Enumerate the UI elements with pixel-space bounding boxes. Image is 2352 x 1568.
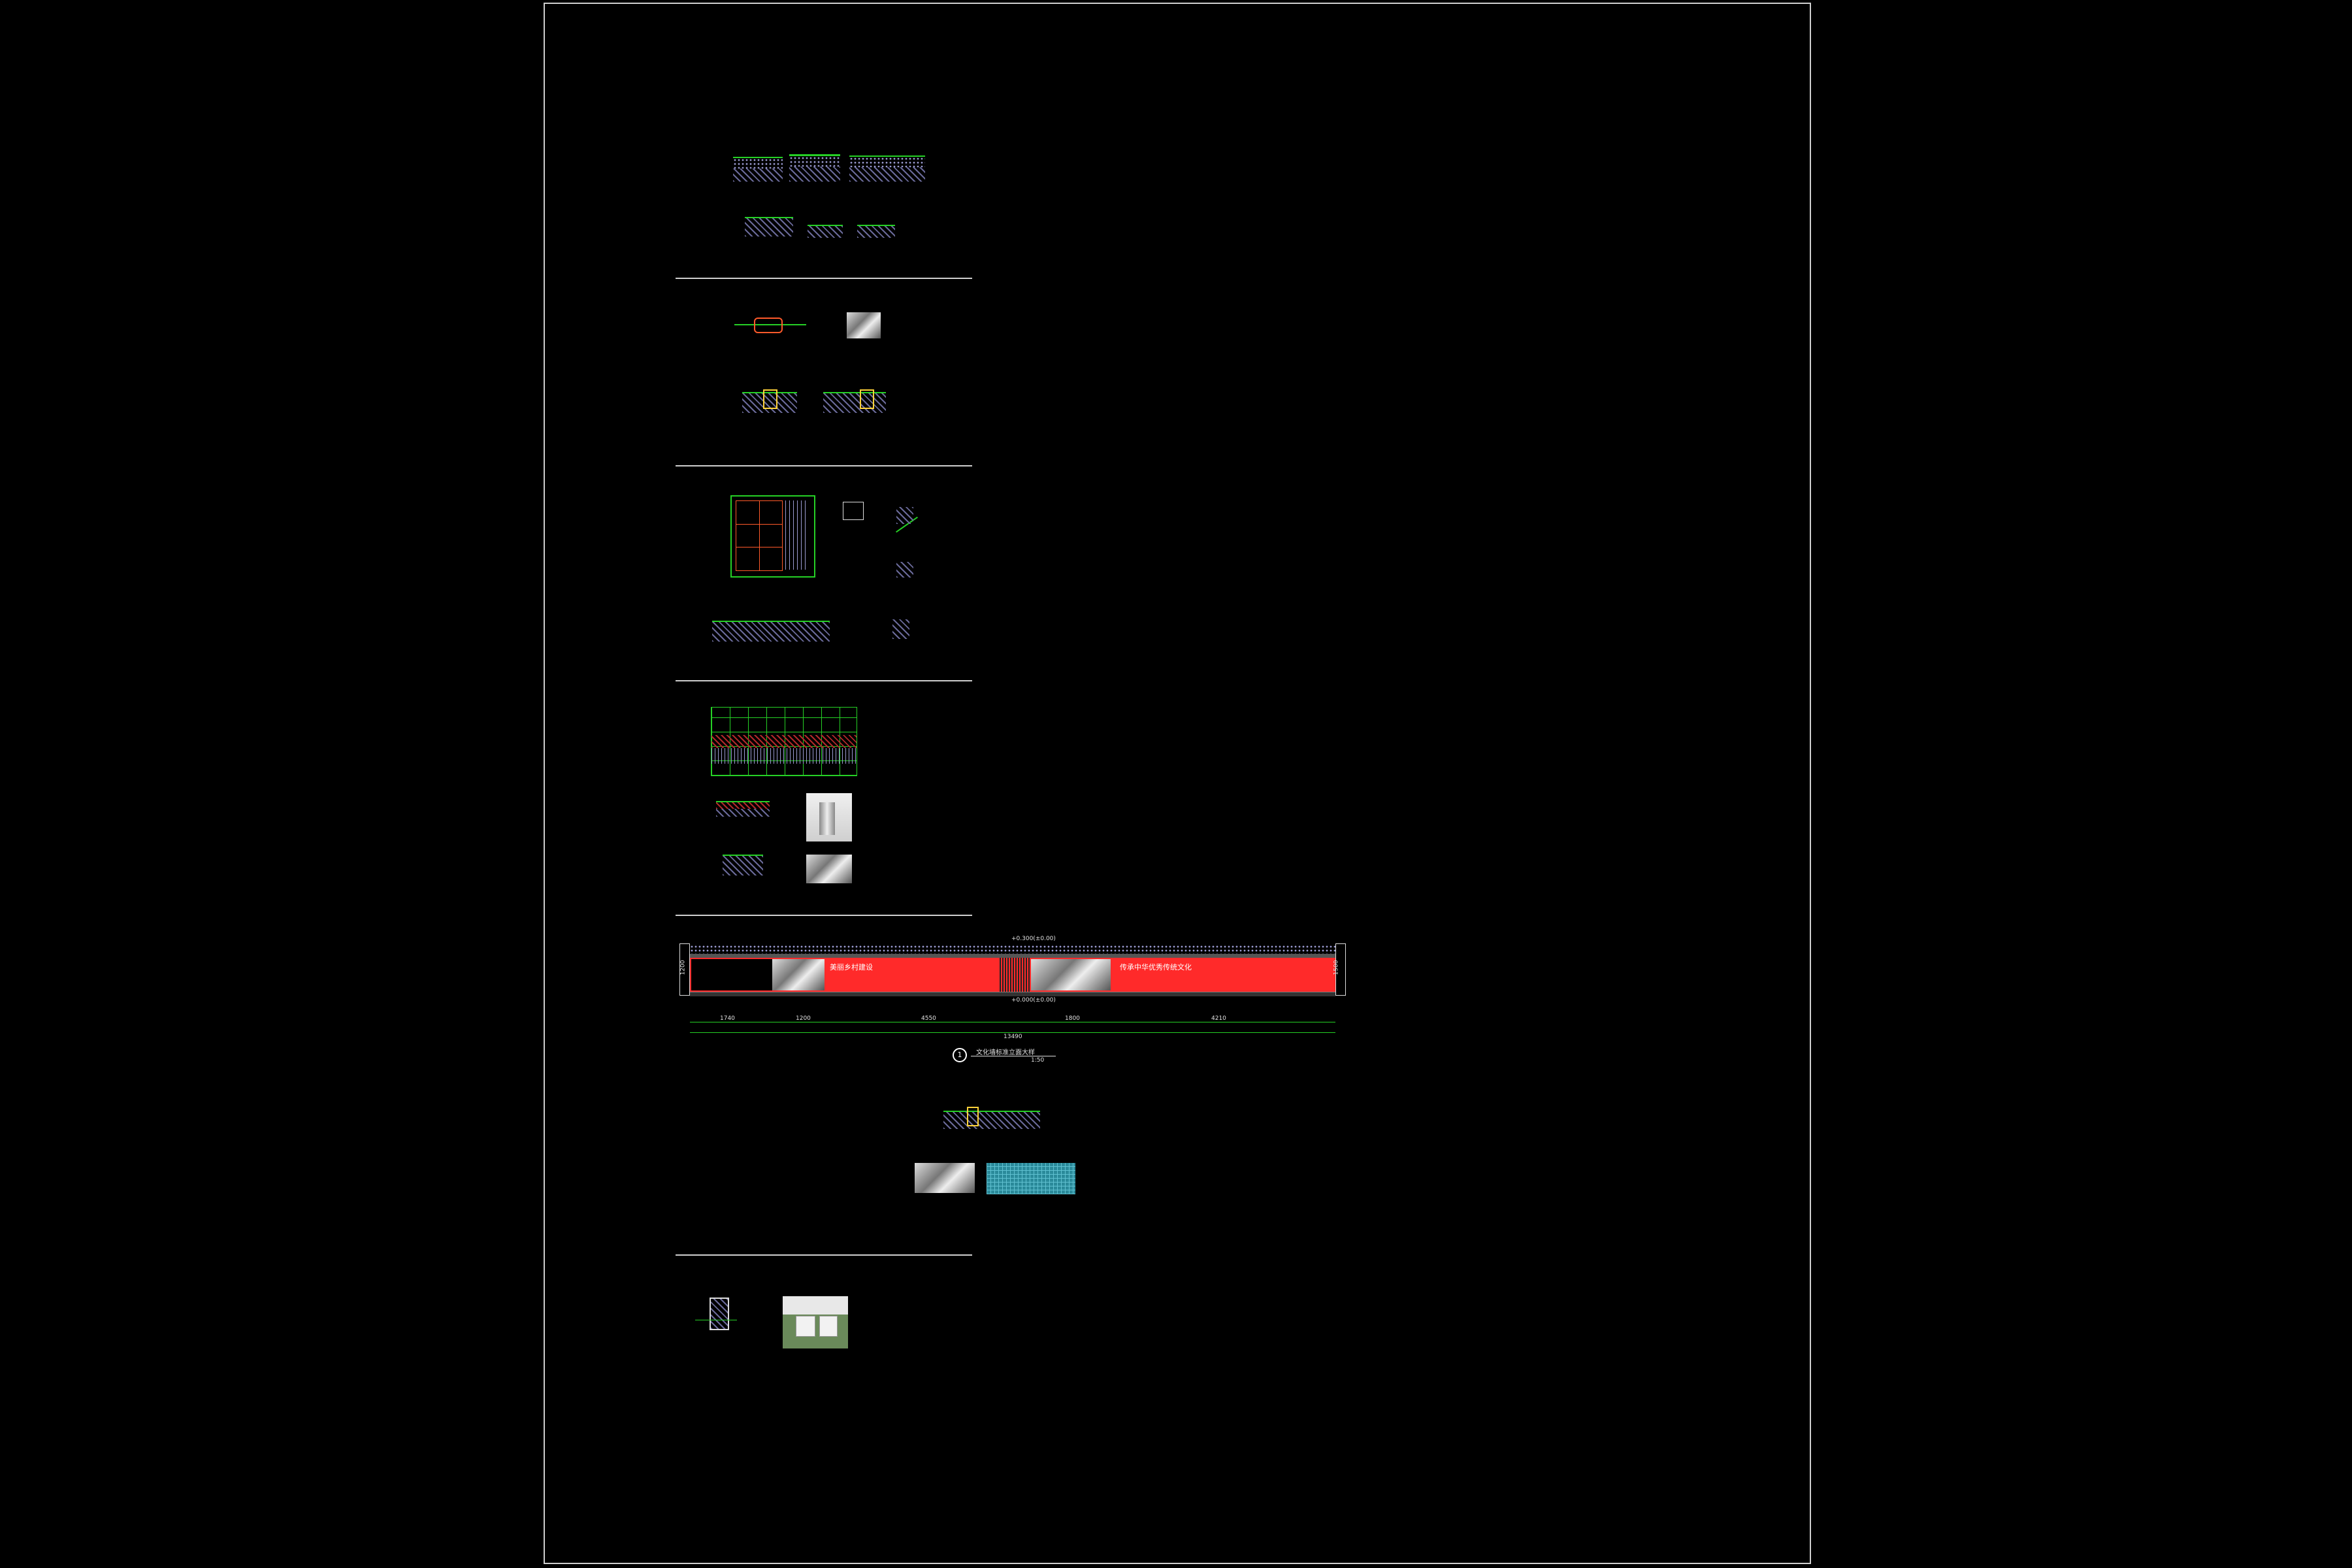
wall-relief-image <box>772 959 825 990</box>
wall-relief-image <box>1031 959 1111 990</box>
height-dimension: 1200 <box>679 960 687 975</box>
scale-label: 1:50 <box>1031 1057 1045 1064</box>
wall-panel-title: 美丽乡村建设 <box>830 963 873 972</box>
detail-number-bubble: 1 <box>953 1048 967 1062</box>
grid-paving-section[interactable] <box>716 798 770 818</box>
section-divider <box>676 680 972 681</box>
dimension-text: 4550 <box>921 1015 936 1022</box>
stair-detail[interactable] <box>891 557 924 585</box>
paving-section-detail[interactable] <box>808 222 843 238</box>
paving-section-detail[interactable] <box>789 145 840 182</box>
material-photo[interactable] <box>915 1163 975 1193</box>
elevation-title: 文化墙标准立面大样 <box>976 1049 1035 1056</box>
drawing-sheet-border <box>544 3 1811 1564</box>
dimension-text: 1200 <box>796 1015 811 1022</box>
elevation-mark: +0.000(±0.00) <box>1011 997 1056 1004</box>
paving-section-detail[interactable] <box>849 150 925 182</box>
section-divider <box>676 915 972 916</box>
grid-paving-elevation[interactable] <box>711 707 857 776</box>
reference-photo[interactable] <box>806 855 852 883</box>
culture-wall-elevation[interactable]: 美丽乡村建设 传承中华优秀传统文化 +0.300(±0.00) +0.000(±… <box>679 917 1346 1068</box>
drainage-section-detail[interactable] <box>823 385 886 427</box>
paving-section-detail[interactable] <box>857 222 895 238</box>
wall-section-detail[interactable] <box>943 1104 1040 1137</box>
bench-reference-photo[interactable] <box>783 1296 848 1348</box>
wall-panel-title: 传承中华优秀传统文化 <box>1120 963 1192 972</box>
material-swatch-tile[interactable] <box>987 1163 1075 1194</box>
plan-view-detail[interactable] <box>730 495 815 578</box>
curb-edge-detail[interactable] <box>734 312 806 345</box>
paving-section-detail[interactable] <box>733 149 783 182</box>
section-divider <box>676 1254 972 1256</box>
reference-photo[interactable] <box>806 793 852 841</box>
dimension-text: 1800 <box>1065 1015 1080 1022</box>
drainage-section-detail[interactable] <box>742 385 797 427</box>
plan-section-detail[interactable] <box>712 617 830 652</box>
stair-detail[interactable] <box>887 614 920 648</box>
section-divider <box>676 278 972 279</box>
plan-key-detail[interactable] <box>843 502 864 520</box>
section-divider <box>676 465 972 466</box>
height-dimension: 1500 <box>1333 960 1340 975</box>
elevation-mark: +0.300(±0.00) <box>1011 936 1056 942</box>
bench-section-detail[interactable] <box>695 1292 737 1335</box>
dimension-text: 1740 <box>720 1015 735 1022</box>
overall-dimension: 13490 <box>1004 1034 1022 1040</box>
reference-photo[interactable] <box>847 312 881 338</box>
stair-detail[interactable] <box>887 498 924 534</box>
grid-paving-section[interactable] <box>723 852 763 877</box>
dimension-text: 4210 <box>1211 1015 1226 1022</box>
paving-section-detail[interactable] <box>745 213 793 239</box>
